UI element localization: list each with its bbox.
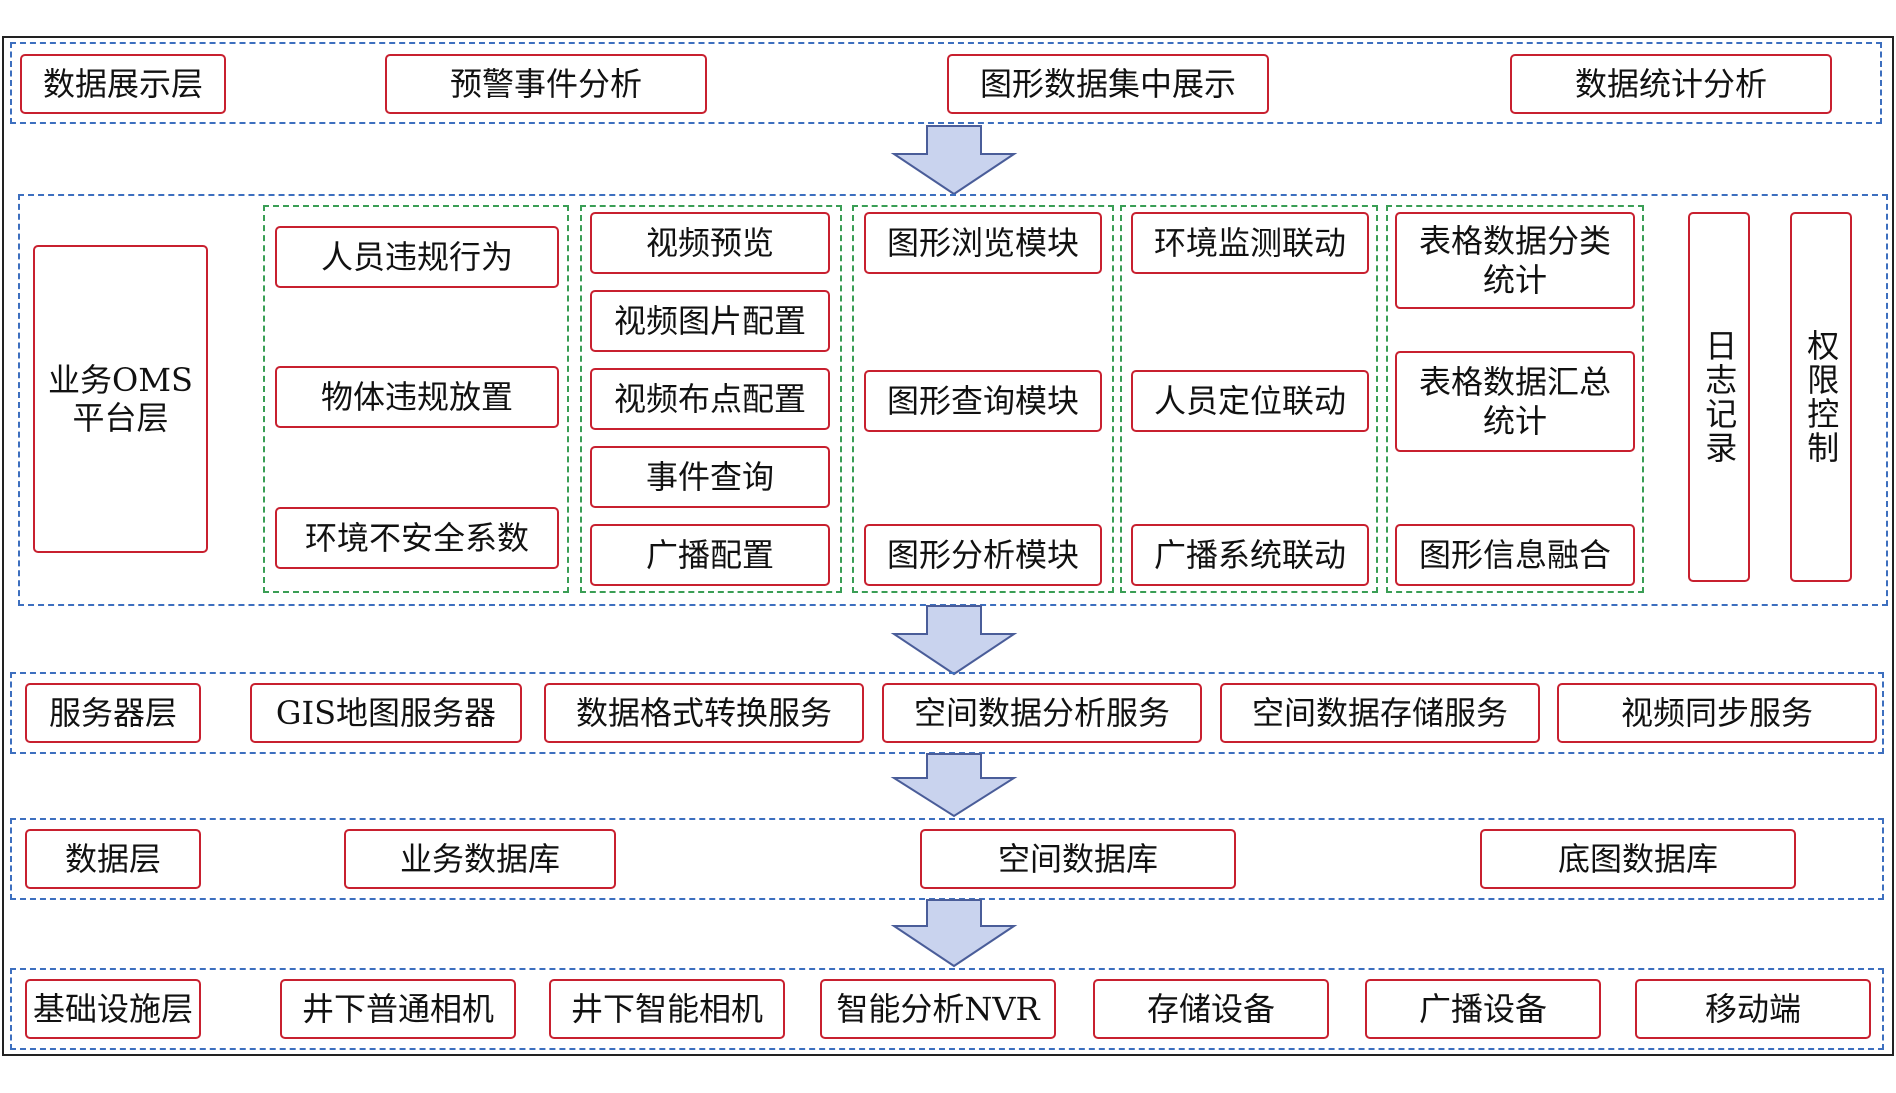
oms-col5-item-text: 表格数据汇总 统计 <box>1418 363 1611 440</box>
graphic-group <box>852 205 1114 593</box>
server-item: 空间数据存储服务 <box>1220 683 1540 743</box>
oms-layer-label-text: 业务OMS 平台层 <box>48 360 193 437</box>
server-item: 空间数据分析服务 <box>882 683 1202 743</box>
infra-item: 广播设备 <box>1365 979 1601 1039</box>
infra-item: 存储设备 <box>1093 979 1329 1039</box>
oms-layer-label: 业务OMS 平台层 <box>33 245 208 553</box>
infra-item: 井下智能相机 <box>549 979 785 1039</box>
infra-item: 智能分析NVR <box>820 979 1056 1039</box>
infra-item: 井下普通相机 <box>280 979 516 1039</box>
oms-col3-item: 图形浏览模块 <box>864 212 1102 274</box>
data-item: 业务数据库 <box>344 829 616 889</box>
infra-layer <box>10 968 1884 1050</box>
behavior-group <box>263 205 569 593</box>
display-item: 数据统计分析 <box>1510 54 1832 114</box>
server-item: 视频同步服务 <box>1557 683 1877 743</box>
oms-col3-item: 图形分析模块 <box>864 524 1102 586</box>
data-item: 空间数据库 <box>920 829 1236 889</box>
oms-col2-item: 事件查询 <box>590 446 830 508</box>
oms-col5-item: 图形信息融合 <box>1395 524 1635 586</box>
log-record-box: 日志记录 <box>1688 212 1750 582</box>
oms-col3-item: 图形查询模块 <box>864 370 1102 432</box>
display-layer-label: 数据展示层 <box>20 54 226 114</box>
oms-col5-item: 表格数据分类 统计 <box>1395 212 1635 309</box>
oms-col1-item: 人员违规行为 <box>275 226 559 288</box>
oms-col2-item: 视频布点配置 <box>590 368 830 430</box>
oms-col2-item: 视频图片配置 <box>590 290 830 352</box>
statistics-group <box>1386 205 1644 593</box>
flow-arrow <box>890 605 1018 676</box>
infra-item: 移动端 <box>1635 979 1871 1039</box>
video-group <box>580 205 842 593</box>
linkage-group <box>1120 205 1378 593</box>
permission-control-box: 权限控制 <box>1790 212 1852 582</box>
data-layer-label: 数据层 <box>25 829 201 889</box>
infra-layer-label: 基础设施层 <box>25 979 201 1039</box>
oms-col5-item: 表格数据汇总 统计 <box>1395 351 1635 452</box>
oms-col1-item: 环境不安全系数 <box>275 507 559 569</box>
display-layer <box>10 42 1882 124</box>
outer-frame <box>2 36 1894 1056</box>
oms-col2-item: 视频预览 <box>590 212 830 274</box>
flow-arrow <box>890 899 1018 968</box>
oms-col4-item: 人员定位联动 <box>1131 370 1369 432</box>
display-item: 图形数据集中展示 <box>947 54 1269 114</box>
server-item: 数据格式转换服务 <box>544 683 864 743</box>
oms-col5-item-text: 表格数据分类 统计 <box>1418 222 1611 299</box>
oms-col2-item: 广播配置 <box>590 524 830 586</box>
server-item: GIS地图服务器 <box>250 683 522 743</box>
flow-arrow <box>890 753 1018 818</box>
display-item: 预警事件分析 <box>385 54 707 114</box>
server-layer-label: 服务器层 <box>25 683 201 743</box>
flow-arrow <box>890 125 1018 196</box>
oms-col1-item: 物体违规放置 <box>275 366 559 428</box>
oms-col4-item: 环境监测联动 <box>1131 212 1369 274</box>
oms-col4-item: 广播系统联动 <box>1131 524 1369 586</box>
data-item: 底图数据库 <box>1480 829 1796 889</box>
